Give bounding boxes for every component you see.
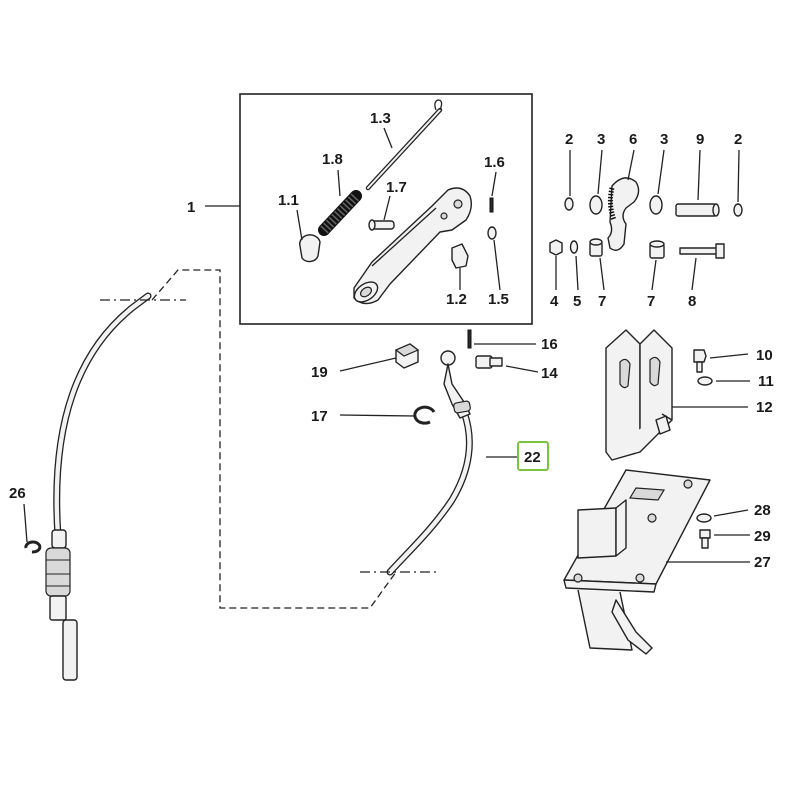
leader-17: [339, 414, 417, 417]
label-1-7: 1.7: [386, 179, 407, 196]
leader-5: [575, 255, 579, 291]
part-4-nut: [549, 239, 563, 256]
label-1-2: 1.2: [446, 291, 467, 308]
part-2-washer-right: [733, 203, 743, 217]
leader-1-6: [491, 171, 497, 197]
leader-1-8: [337, 169, 341, 197]
label-2-left: 2: [565, 131, 573, 148]
label-11: 11: [758, 373, 774, 390]
part-1-2-clip: [451, 243, 469, 269]
leader-8: [691, 257, 697, 291]
part-12-bracket: [605, 329, 673, 461]
part-14-pin: [475, 355, 503, 369]
part-3-bushing-left: [589, 195, 603, 215]
leader-26: [23, 503, 28, 543]
label-9: 9: [696, 131, 704, 148]
part-6-gear-segment: [607, 177, 640, 251]
part-28-washer: [696, 513, 712, 523]
part-11-washer: [697, 376, 713, 386]
pedal-subassembly-frame: [239, 93, 533, 325]
label-29: 29: [754, 528, 771, 545]
part-27-mounting-plate: [563, 469, 711, 655]
label-1: 1: [187, 199, 195, 216]
leader-9: [697, 149, 701, 201]
leader-6: [627, 149, 635, 181]
leader-7-right: [651, 259, 657, 291]
label-5: 5: [573, 293, 581, 310]
label-8: 8: [688, 293, 696, 310]
leader-1-7: [383, 195, 391, 221]
label-16: 16: [541, 336, 558, 353]
part-10-bolt: [693, 349, 707, 373]
part-7-spacer-left: [589, 238, 603, 257]
part-16-pin: [467, 329, 472, 349]
label-27: 27: [754, 554, 771, 571]
leader-1-3: [383, 127, 393, 149]
pedal-arm: [353, 187, 473, 305]
part-22-cable: [386, 350, 473, 576]
part-17-clip: [413, 405, 436, 425]
part-1-8-spring: [318, 190, 362, 236]
leader-2-right: [737, 149, 740, 203]
label-1-6: 1.6: [484, 154, 505, 171]
part-8-bolt: [679, 243, 725, 259]
part-1-6-pin: [489, 197, 494, 213]
part-26-cable: [45, 292, 152, 681]
leader-14: [505, 365, 539, 373]
label-26: 26: [9, 485, 26, 502]
label-2-right: 2: [734, 131, 742, 148]
label-14: 14: [541, 365, 558, 382]
part-19-block: [394, 343, 420, 369]
label-19: 19: [311, 364, 328, 381]
leader-1-1: [296, 209, 303, 241]
label-7-right: 7: [647, 293, 655, 310]
leader-28: [713, 509, 749, 517]
leader-7-left: [599, 257, 605, 291]
label-17: 17: [311, 408, 328, 425]
label-10: 10: [756, 347, 773, 364]
leader-19: [339, 357, 397, 372]
highlight-box-22[interactable]: [517, 441, 549, 471]
label-3-left: 3: [597, 131, 605, 148]
label-1-1: 1.1: [278, 192, 299, 209]
label-28: 28: [754, 502, 771, 519]
label-7-left: 7: [598, 293, 606, 310]
label-22[interactable]: 22: [524, 449, 541, 466]
leader-3-left: [597, 149, 603, 195]
part-1-3-rod: [365, 99, 443, 191]
part-1-1-cap: [299, 234, 321, 263]
label-1-5: 1.5: [488, 291, 509, 308]
leader-10: [709, 353, 749, 359]
cable-routing-path: [151, 269, 397, 609]
label-1-3: 1.3: [370, 110, 391, 127]
part-1-5-washer: [487, 226, 497, 240]
part-26-clip: [24, 540, 42, 554]
part-9-shaft: [675, 203, 720, 217]
part-1-7-pin: [368, 219, 395, 231]
leader-1-5: [493, 239, 501, 291]
label-1-8: 1.8: [322, 151, 343, 168]
leader-3-right: [657, 149, 665, 195]
label-4: 4: [550, 293, 559, 310]
part-5-washer: [569, 240, 579, 254]
label-6: 6: [629, 131, 637, 148]
part-2-washer-left: [564, 197, 574, 211]
label-3-right: 3: [660, 131, 668, 148]
part-3-bushing-right: [649, 195, 663, 215]
label-12: 12: [756, 399, 773, 416]
part-29-bolt: [699, 529, 711, 549]
part-7-spacer-right: [649, 240, 665, 259]
